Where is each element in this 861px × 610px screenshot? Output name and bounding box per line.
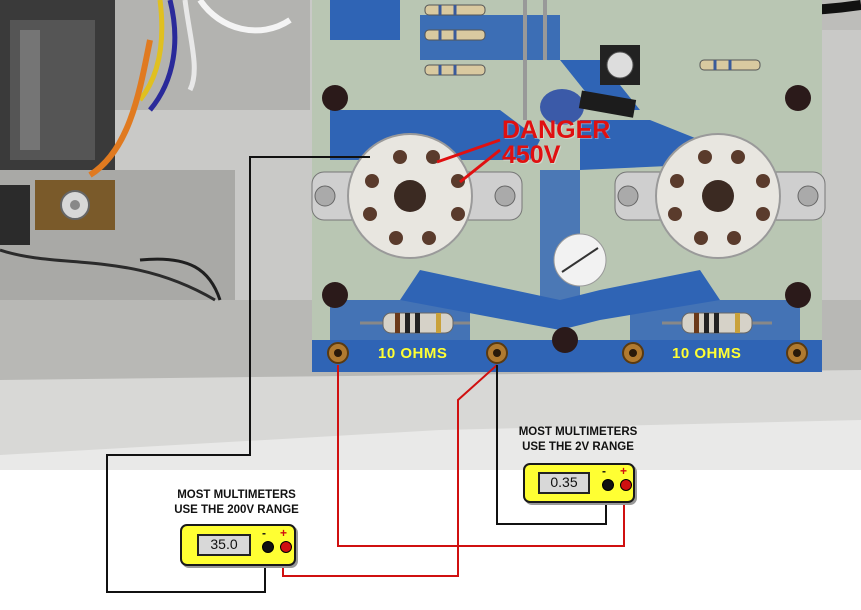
left-meter-minus: - bbox=[262, 526, 266, 540]
right-meter-display: 0.35 bbox=[538, 472, 590, 494]
black-probe-wire-right bbox=[496, 365, 607, 525]
tube-socket-right bbox=[614, 133, 826, 259]
left-resistor-label: 10 OHMS bbox=[378, 345, 448, 362]
resistor-right bbox=[662, 312, 772, 334]
left-meter-note-line2: USE THE 200V RANGE bbox=[174, 504, 299, 516]
right-meter-v-jack bbox=[620, 479, 632, 491]
danger-warning-line2: 450V bbox=[502, 141, 561, 169]
right-meter-note-line1: MOST MULTIMETERS bbox=[518, 426, 638, 438]
right-meter-plus: + bbox=[620, 464, 628, 478]
danger-warning: DANGER 450V bbox=[502, 118, 610, 168]
test-jacks bbox=[327, 342, 808, 364]
black-probe-wire-left bbox=[106, 156, 370, 593]
right-meter-note: MOST MULTIMETERS USE THE 2V RANGE bbox=[508, 425, 648, 455]
left-meter-plus: + bbox=[280, 526, 288, 540]
danger-warning-line1: DANGER bbox=[502, 116, 611, 144]
left-meter-display: 35.0 bbox=[197, 534, 251, 556]
right-multimeter: 0.35 - + bbox=[523, 463, 635, 503]
circuit-board bbox=[311, 0, 826, 372]
left-meter-note-line1: MOST MULTIMETERS bbox=[177, 489, 296, 501]
right-meter-com-jack bbox=[602, 479, 614, 491]
right-meter-minus: - bbox=[602, 464, 606, 478]
right-resistor-label: 10 OHMS bbox=[672, 345, 742, 362]
tube-socket-left bbox=[311, 133, 523, 259]
right-meter-note-line2: USE THE 2V RANGE bbox=[522, 441, 634, 453]
left-multimeter: 35.0 - + bbox=[180, 524, 296, 566]
resistor-left bbox=[360, 312, 470, 334]
power-transformer bbox=[0, 0, 310, 302]
danger-pointer-lines bbox=[436, 138, 501, 184]
left-meter-com-jack bbox=[262, 541, 274, 553]
red-probe-wire-right bbox=[337, 365, 625, 547]
red-probe-wire-left bbox=[282, 364, 498, 577]
left-meter-v-jack bbox=[280, 541, 292, 553]
left-meter-note: MOST MULTIMETERS USE THE 200V RANGE bbox=[164, 488, 309, 518]
